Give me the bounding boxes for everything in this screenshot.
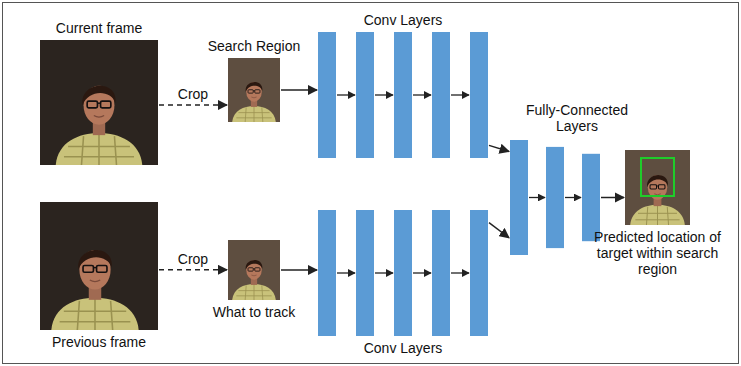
layer-bars xyxy=(510,140,600,255)
layer-stack: Conv Layers xyxy=(318,32,488,158)
image-frame: Predicted location of target within sear… xyxy=(625,150,690,225)
image-frame: Search Region xyxy=(228,58,280,122)
layer-bars xyxy=(318,32,488,158)
node-label: Predicted location of target within sear… xyxy=(588,229,728,277)
edge-label: Crop xyxy=(176,251,210,267)
flow-arrow xyxy=(601,197,624,199)
node-label: What to track xyxy=(213,304,295,320)
flow-arrow xyxy=(281,89,317,91)
image-frame: What to track xyxy=(228,240,280,300)
node-label: Conv Layers xyxy=(364,340,443,356)
layer-bars xyxy=(318,210,488,336)
node-label: Search Region xyxy=(208,38,301,54)
node-label: Fully-Connected Layers xyxy=(518,102,636,134)
image-frame: Current frame xyxy=(40,40,158,165)
flow-arrow xyxy=(281,269,317,271)
crop-arrow xyxy=(159,269,227,271)
flow-arrow xyxy=(489,145,509,151)
image-frame: Previous frame xyxy=(40,202,158,330)
edge-label: Crop xyxy=(176,86,210,102)
layer-stack: Conv Layers xyxy=(318,210,488,336)
layer-stack: Fully-Connected Layers xyxy=(510,140,600,255)
flow-arrow xyxy=(489,223,509,238)
crop-arrow xyxy=(159,104,227,106)
node-label: Current frame xyxy=(56,20,142,36)
node-label: Conv Layers xyxy=(364,12,443,28)
node-label: Previous frame xyxy=(52,334,146,350)
